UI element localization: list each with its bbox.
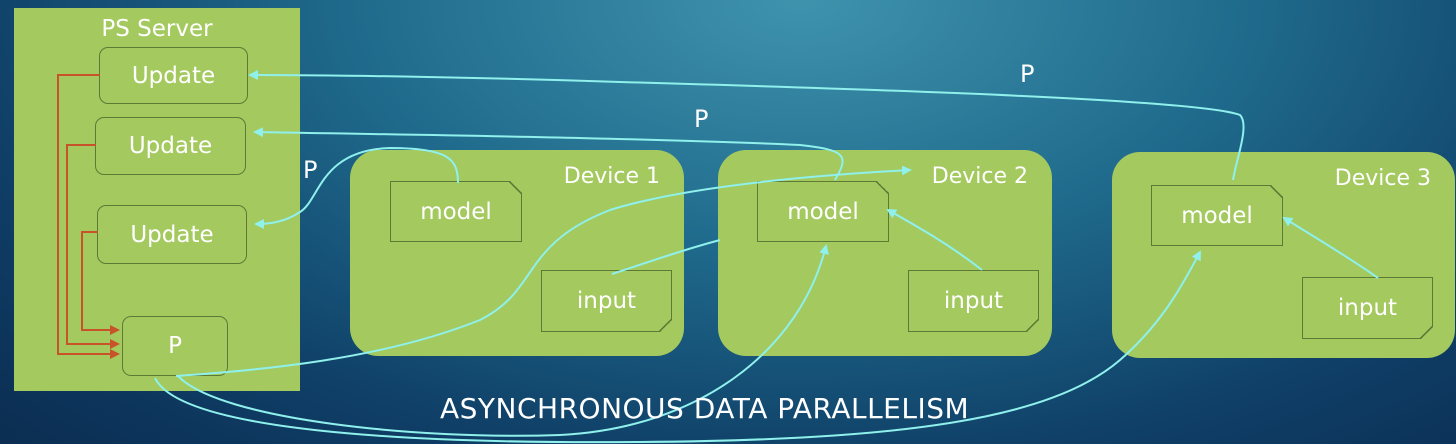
device-1-input-to-model-line [611,239,721,275]
device-2-title: Device 2 [931,164,1028,189]
device-2-to-update-2-arrow [253,127,844,181]
diagram-caption: ASYNCHRONOUS DATA PARALLELISM [440,392,970,425]
update-box-3: Update [97,205,247,264]
device-3-title: Device 3 [1334,166,1431,191]
device-3-to-update-1-arrow [248,70,1245,181]
device-3-input-to-model-arrow [1282,216,1379,279]
p-label-device-3: P [1020,60,1035,88]
device-1-title: Device 1 [563,164,660,189]
server-title: PS Server [101,16,213,42]
device-2-model: model [757,181,889,242]
p-to-device-2-model-arrow [177,244,829,437]
parameter-box: P [122,316,228,376]
p-label-device-2: P [694,105,709,133]
update-1-to-p-arrow [57,74,120,359]
p-to-device-3-model-arrow [154,250,1201,444]
device-2-input-to-model-arrow [886,209,983,271]
device-1-model: model [390,181,522,242]
device-2-input: input [908,270,1039,332]
update-2-to-p-arrow [66,144,120,349]
p-to-device-2-arrow [175,165,912,377]
device-3-input: input [1302,277,1433,339]
device-3-model: model [1151,185,1283,246]
device-1-to-update-3-arrow [254,146,459,229]
update-3-to-p-arrow [81,231,120,335]
p-label-device-1: P [303,156,318,184]
device-1-input: input [541,270,672,332]
